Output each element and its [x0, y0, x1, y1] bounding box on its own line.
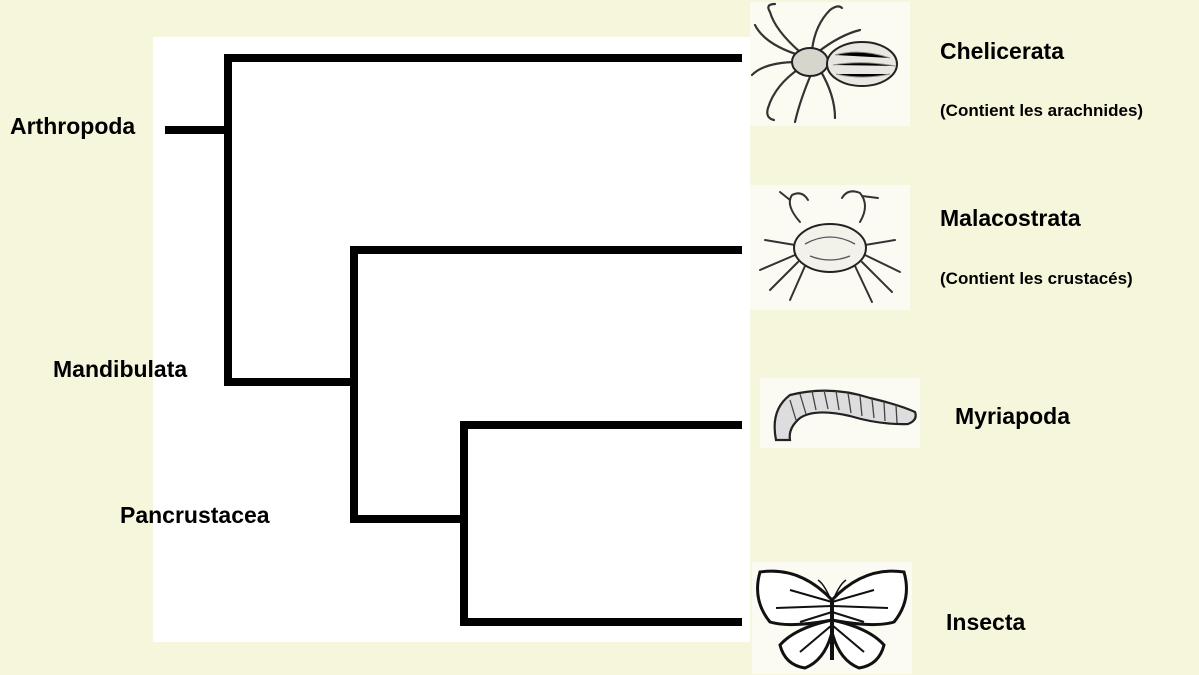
- taxon-note-malacostrata: (Contient les crustacés): [940, 269, 1133, 288]
- node-label-mandibulata: Mandibulata: [53, 356, 187, 382]
- spider-icon: [750, 2, 910, 126]
- node-label-pancrustacea: Pancrustacea: [120, 502, 270, 528]
- taxon-label-malacostrata: Malacostrata: [940, 205, 1081, 231]
- millipede-icon: [760, 378, 920, 448]
- butterfly-icon: [752, 562, 912, 674]
- node-label-arthropoda: Arthropoda: [10, 113, 135, 139]
- taxon-note-chelicerata: (Contient les arachnides): [940, 101, 1143, 120]
- taxon-label-insecta: Insecta: [946, 609, 1025, 635]
- crab-icon: [750, 185, 910, 310]
- taxon-label-myriapoda: Myriapoda: [955, 403, 1070, 429]
- diagram-panel: [153, 37, 750, 642]
- taxon-label-chelicerata: Chelicerata: [940, 38, 1064, 64]
